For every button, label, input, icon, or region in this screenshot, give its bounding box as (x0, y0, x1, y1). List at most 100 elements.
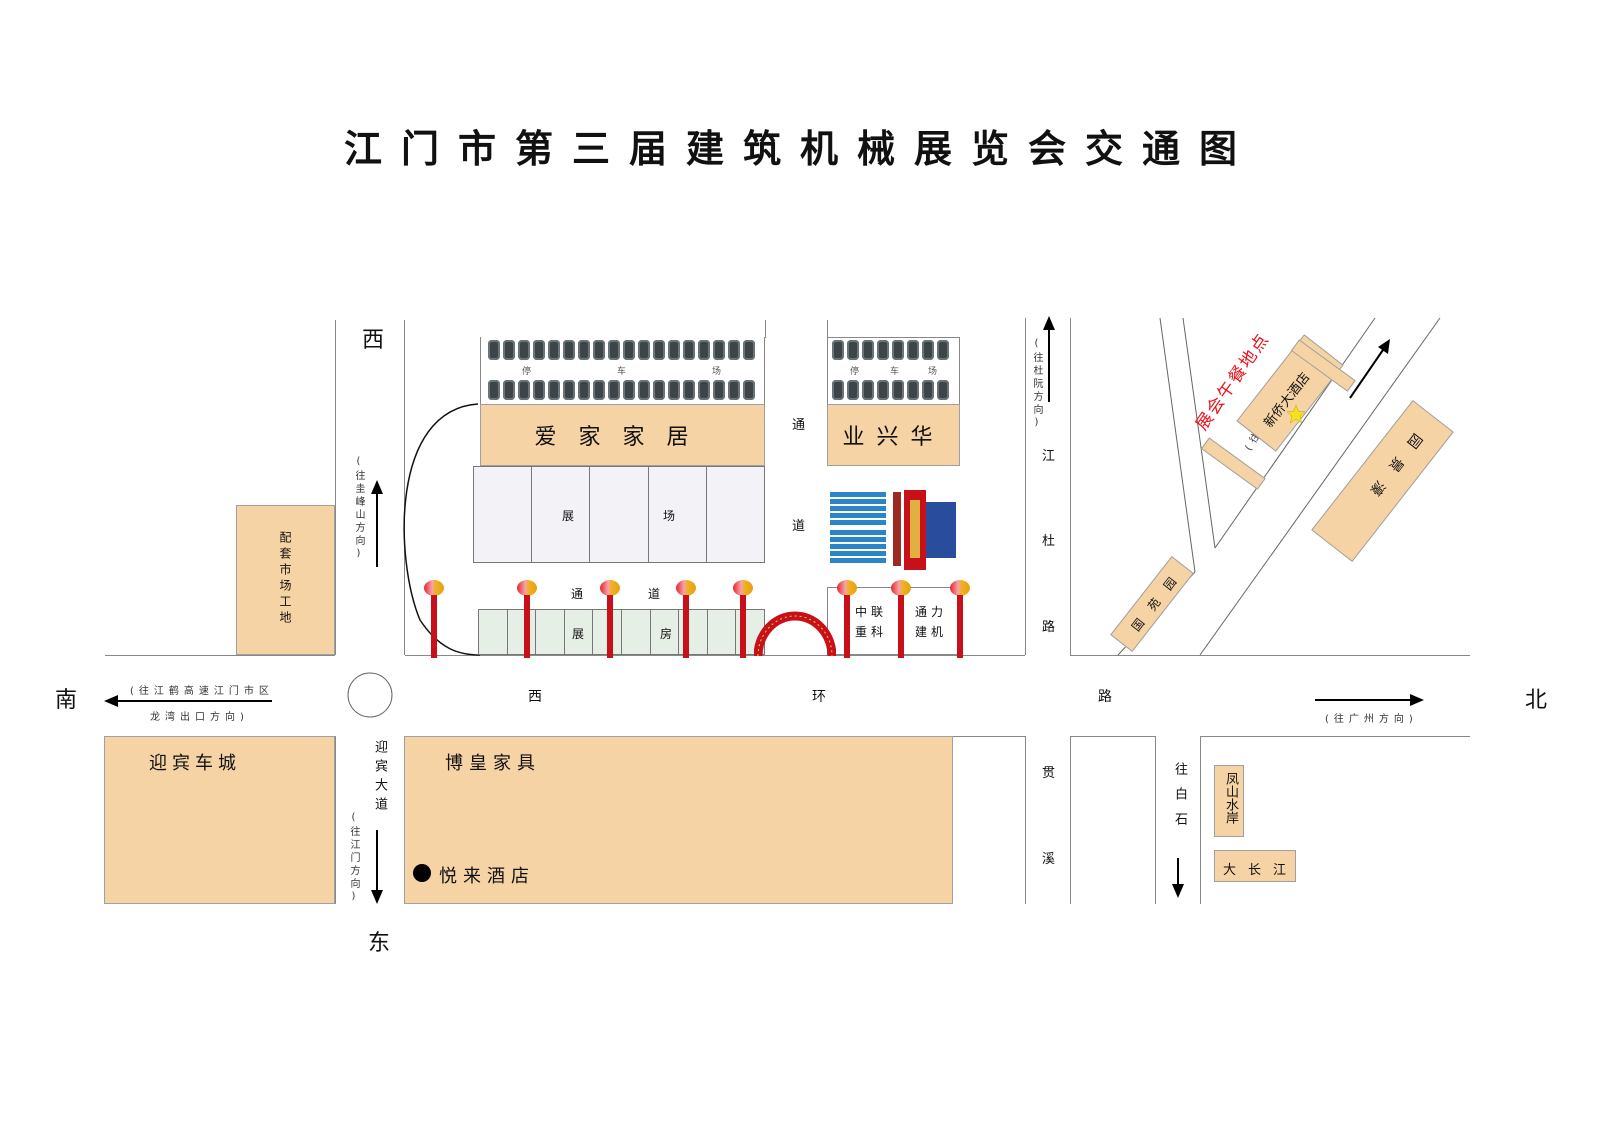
car-icon (638, 380, 650, 400)
building-xinqiao-label: 新侨大酒店 (1261, 370, 1314, 431)
building-aijia[interactable]: 爱家家居 (480, 404, 765, 466)
exhibition-room-lower[interactable] (478, 609, 765, 655)
car-icon (743, 380, 755, 400)
car-icon (503, 380, 515, 400)
arrow-down-icon (1172, 884, 1184, 898)
road-label-xi: 西 (528, 689, 542, 705)
compass-east: 东 (368, 931, 391, 956)
car-icon (847, 340, 859, 360)
building-bohuang[interactable]: 博皇家具 悦来酒店 (404, 736, 953, 904)
car-icon (922, 340, 934, 360)
flag-pole (957, 595, 963, 658)
arrow-north (1315, 699, 1415, 701)
direction-baishi: 往白石 (1172, 762, 1187, 837)
car-icon (593, 380, 605, 400)
road-label-guan: 贯 (1042, 766, 1056, 781)
building-fengshan[interactable]: 凤山水岸 (1214, 765, 1244, 837)
booth-tongli-2: 建机 (915, 625, 948, 639)
direction-dukuan: (往杜阮方向) (1031, 338, 1042, 431)
arrow-up-guifeng (376, 490, 378, 567)
car-icon (698, 340, 710, 360)
car-icon (743, 340, 755, 360)
car-icon (937, 380, 949, 400)
car-icon (907, 380, 919, 400)
car-icon (922, 380, 934, 400)
flag-pole (431, 595, 437, 658)
car-icon (847, 380, 859, 400)
compass-north: 北 (1525, 688, 1548, 713)
road-edge (1070, 736, 1071, 904)
lantern-icon (891, 580, 911, 596)
road-edge (405, 655, 1025, 656)
road-edge (1070, 736, 1155, 737)
car-icon (877, 340, 889, 360)
hall-label-chang: 场 (663, 509, 676, 523)
booth-tongli-1: 通力 (915, 605, 948, 619)
direction-jiangmen: (往江门方向) (348, 812, 359, 905)
car-icon (503, 340, 515, 360)
road-edge (105, 655, 335, 656)
car-icon (578, 380, 590, 400)
car-icon (862, 380, 874, 400)
flag-pole (607, 595, 613, 658)
booth-zhonglian-2: 重科 (855, 625, 888, 639)
car-icon (728, 380, 740, 400)
parking-label: 停 (850, 367, 860, 377)
parking-label: 场 (712, 367, 722, 377)
hotel-yuelai-label[interactable]: 悦来酒店 (439, 866, 535, 887)
road-edge (1200, 736, 1201, 904)
road-edge (1025, 736, 1026, 904)
passage-label-tong: 通 (792, 418, 806, 433)
building-yexinghua[interactable]: 业兴华 (827, 404, 960, 466)
exhibition-hall-upper[interactable] (473, 466, 765, 563)
building-peitao[interactable]: 配套市场工地 (236, 505, 335, 655)
direction-south-1: (往江鹤高速江门市区 (130, 686, 274, 697)
road-edge (335, 320, 336, 655)
car-icon (518, 340, 530, 360)
car-icon (563, 380, 575, 400)
car-icon (937, 340, 949, 360)
room-label-fang: 房 (660, 627, 673, 641)
car-icon (533, 340, 545, 360)
arrow-up-icon (371, 480, 383, 494)
building-yingbin-chengcheng[interactable]: 迎宾车城 (104, 736, 335, 904)
arrow-up-icon (1043, 316, 1055, 330)
car-icon (548, 380, 560, 400)
car-icon (638, 340, 650, 360)
car-icon (713, 340, 725, 360)
stage-seating (830, 490, 956, 570)
lantern-icon (950, 580, 970, 596)
car-icon (907, 340, 919, 360)
car-icon (877, 380, 889, 400)
building-bohuang-label: 博皇家具 (445, 753, 541, 774)
building-dachangjiang[interactable]: 大长江 (1214, 850, 1296, 882)
car-icon (892, 340, 904, 360)
building-yingbin-label: 迎宾车城 (149, 753, 241, 774)
passage-label-dao: 道 (792, 519, 806, 534)
road-edge (1025, 318, 1026, 655)
car-icon (563, 340, 575, 360)
flag-pole (844, 595, 850, 658)
arrow-left-icon (104, 695, 118, 707)
lantern-icon (424, 580, 444, 596)
car-row (488, 340, 755, 360)
car-icon (832, 380, 844, 400)
road-edge (1070, 318, 1071, 655)
car-icon (668, 340, 680, 360)
car-icon (608, 340, 620, 360)
car-icon (683, 380, 695, 400)
road-edge (1155, 736, 1156, 904)
building-peitao-label: 配套市场工地 (278, 531, 292, 627)
car-icon (698, 380, 710, 400)
car-icon (548, 340, 560, 360)
car-icon (578, 340, 590, 360)
arrow-right-icon (1410, 694, 1424, 706)
lantern-icon (733, 580, 753, 596)
car-icon (623, 380, 635, 400)
direction-south-2: 龙湾出口方向) (150, 712, 249, 723)
building-xinqiao-wing (1200, 437, 1266, 490)
building-dachangjiang-label: 大长江 (1223, 863, 1299, 878)
passage-label-tong2: 通 (571, 587, 584, 601)
building-fengshan-label: 凤山水岸 (1223, 772, 1238, 824)
lantern-icon (837, 580, 857, 596)
